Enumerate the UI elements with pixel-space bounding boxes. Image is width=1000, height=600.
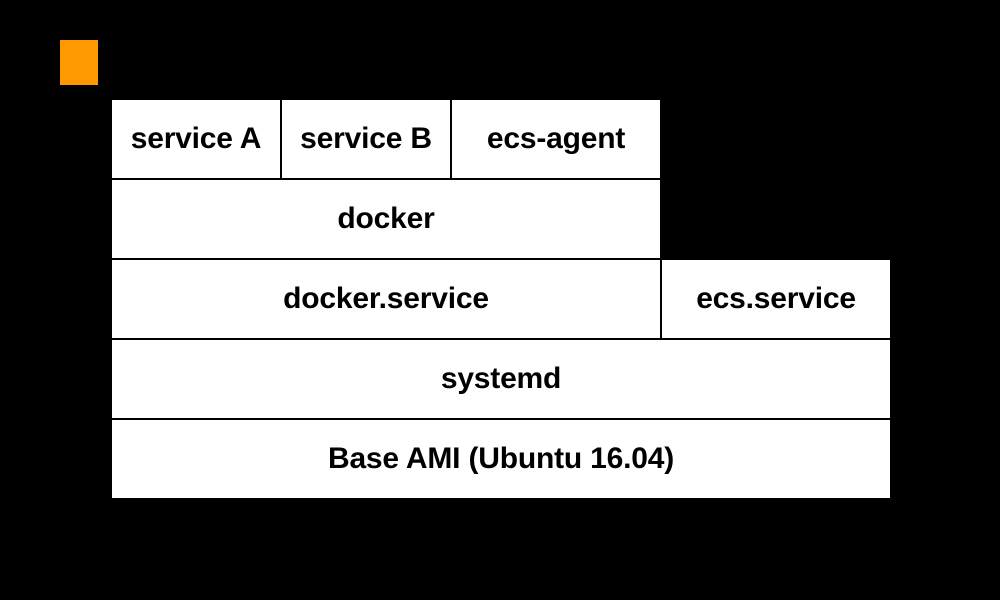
stack-box-base-ami: Base AMI (Ubuntu 16.04) [110,418,892,500]
stack-box-ecs-service: ecs.service [660,258,892,340]
architecture-stack: service A service B ecs-agent docker doc… [110,98,892,500]
stack-box-service-a: service A [110,98,282,180]
stack-row-docker: docker [110,178,892,260]
orange-square-logo-icon [60,40,98,85]
stack-row-systemd: systemd [110,338,892,420]
stack-box-docker-service: docker.service [110,258,662,340]
stack-row-applications: service A service B ecs-agent [110,98,892,180]
stack-row-units: docker.service ecs.service [110,258,892,340]
stack-box-service-b: service B [280,98,452,180]
stack-box-docker: docker [110,178,662,260]
stack-row-base-ami: Base AMI (Ubuntu 16.04) [110,418,892,500]
stack-box-ecs-agent: ecs-agent [450,98,662,180]
stack-box-systemd: systemd [110,338,892,420]
